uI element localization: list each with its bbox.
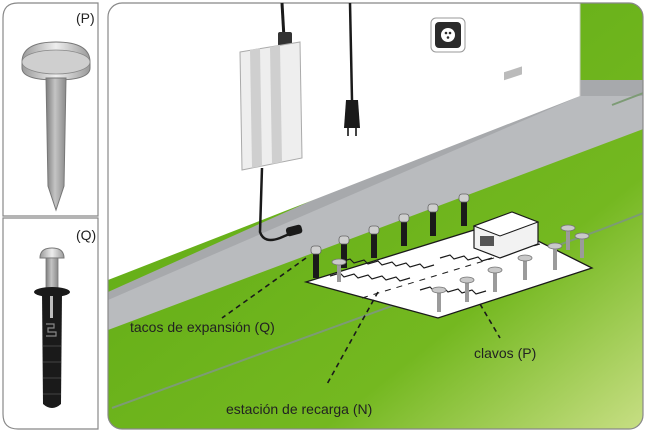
expansion-plug-icon bbox=[34, 247, 70, 408]
power-adapter bbox=[239, 2, 303, 242]
nail-marker bbox=[574, 232, 590, 258]
adapter-cable bbox=[258, 167, 295, 242]
nails-group bbox=[331, 224, 590, 312]
leader-lines bbox=[221, 257, 501, 387]
power-plug-icon bbox=[344, 2, 360, 136]
installation-scene bbox=[108, 3, 643, 429]
nails-label: clavos (P) bbox=[474, 345, 536, 361]
nail-icon bbox=[21, 41, 91, 212]
scene-frame bbox=[107, 2, 644, 430]
nail-marker bbox=[547, 242, 563, 270]
plug-tag: (Q) bbox=[76, 227, 96, 243]
expansion-plugs-label: tacos de expansión (Q) bbox=[130, 319, 275, 335]
nail-panel: (P) bbox=[2, 2, 99, 217]
wall bbox=[108, 3, 580, 280]
nail-marker bbox=[331, 258, 347, 282]
expansion-plugs-row bbox=[310, 193, 470, 278]
charging-station-label: estación de recarga (N) bbox=[226, 401, 372, 417]
expansion-plug-marker bbox=[398, 213, 410, 246]
boundary-wire bbox=[111, 211, 643, 409]
nail-marker bbox=[487, 266, 503, 292]
expansion-plug-marker bbox=[427, 203, 439, 236]
nail-tag: (P) bbox=[76, 10, 95, 26]
wall-socket-icon bbox=[430, 17, 466, 53]
nail-marker bbox=[517, 254, 533, 280]
expansion-plug-marker bbox=[338, 235, 350, 268]
expansion-plug-marker bbox=[368, 225, 380, 258]
expansion-plug-marker bbox=[458, 193, 470, 226]
expansion-plug-marker bbox=[310, 245, 322, 278]
nail-marker bbox=[560, 224, 576, 250]
nail-marker bbox=[431, 286, 447, 312]
nail-marker bbox=[459, 276, 475, 302]
nails-leader bbox=[479, 303, 501, 339]
plug-panel: (Q) bbox=[2, 217, 99, 430]
